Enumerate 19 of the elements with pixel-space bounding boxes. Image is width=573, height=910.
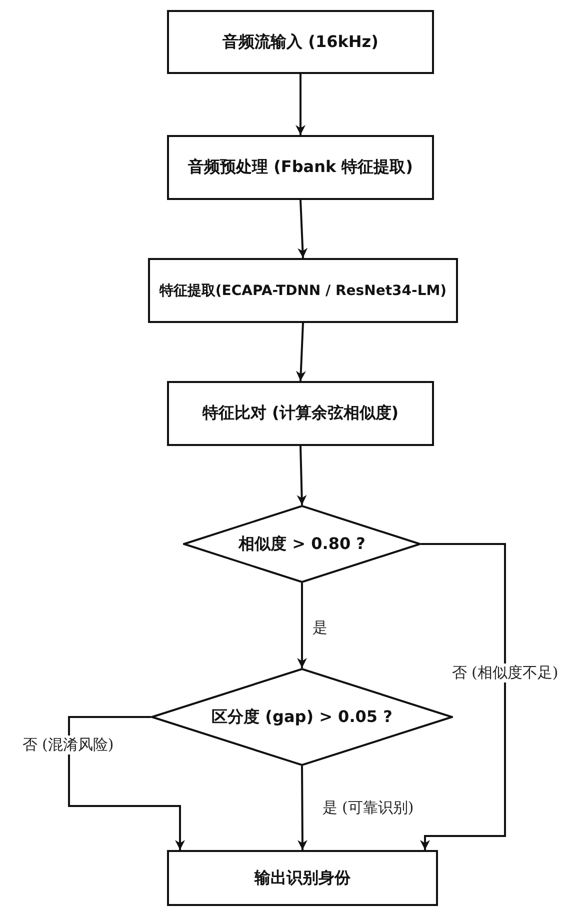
arrow bbox=[297, 766, 308, 850]
arrow bbox=[68, 716, 185, 850]
edge-label: 是 (可靠识别) bbox=[320, 798, 416, 818]
arrow bbox=[296, 74, 306, 135]
process-box: 特征提取(ECAPA-TDNN / ResNet34-LM) bbox=[148, 258, 458, 323]
edge-label: 否 (相似度不足) bbox=[450, 664, 560, 682]
edge-label: 是 bbox=[310, 618, 330, 638]
arrow bbox=[420, 543, 506, 850]
arrow bbox=[298, 200, 308, 258]
decision-diamond: 区分度 (gap) > 0.05 ? bbox=[151, 668, 453, 766]
process-box: 输出识别身份 bbox=[167, 850, 438, 906]
arrow bbox=[297, 583, 307, 668]
arrow bbox=[296, 446, 307, 506]
edge-label: 否 (混淆风险) bbox=[20, 736, 116, 754]
process-box: 特征比对 (计算余弦相似度) bbox=[167, 381, 434, 446]
process-box: 音频流输入 (16kHz) bbox=[167, 10, 434, 74]
arrow bbox=[296, 322, 306, 382]
decision-diamond: 相似度 > 0.80 ? bbox=[183, 505, 421, 583]
process-box: 音频预处理 (Fbank 特征提取) bbox=[167, 135, 434, 200]
